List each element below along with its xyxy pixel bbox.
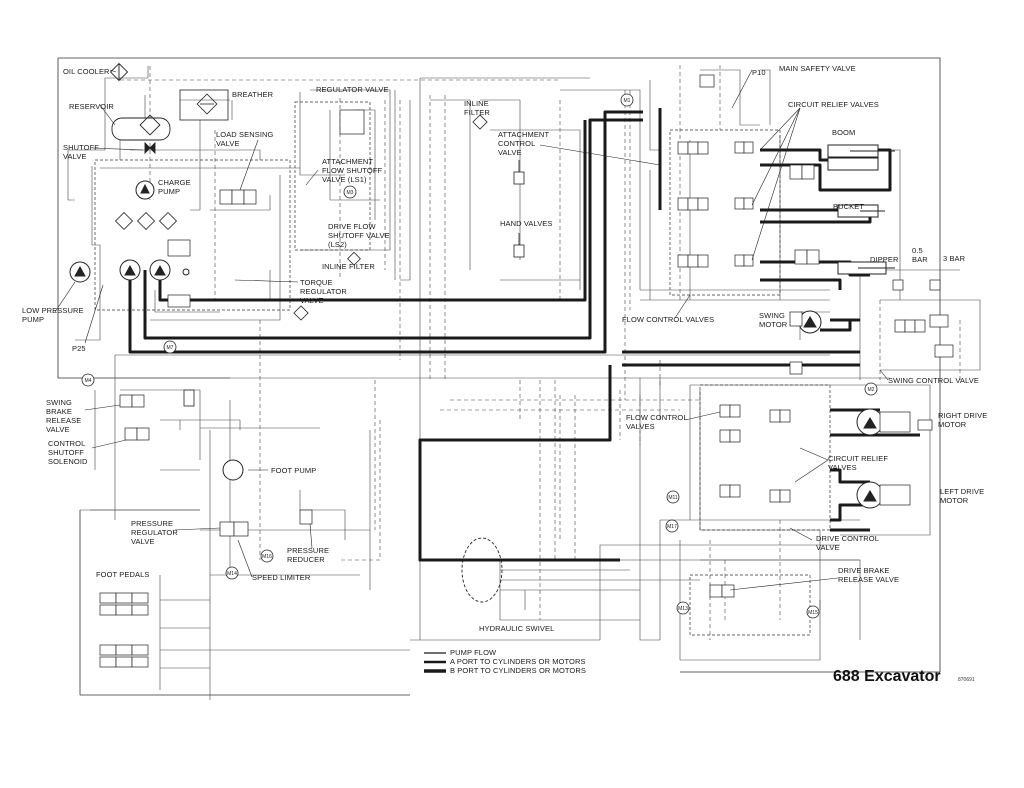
test-point-m16: M16 <box>262 554 272 560</box>
filters <box>114 114 488 321</box>
swing-brake-release-label: SWING BRAKE RELEASE VALVE <box>46 398 82 434</box>
hand-valves <box>183 160 525 407</box>
circuit-relief-valves-lower-label: CIRCUIT RELIEF VALVES <box>828 454 889 472</box>
hydraulic-swivel-shape <box>461 537 503 603</box>
attachment-control-valve-label: ATTACHMENT CONTROL VALVE <box>498 130 550 157</box>
breather-label: BREATHER <box>232 90 274 99</box>
breather-group <box>179 89 229 121</box>
swing-motor-label: SWING MOTOR <box>759 311 788 329</box>
inline-filter-top-label: INLINE FILTER <box>464 99 490 117</box>
hydraulic-swivel-label: HYDRAULIC SWIVEL <box>479 624 555 633</box>
legend-a-port: A PORT TO CYLINDERS OR MOTORS <box>450 657 586 666</box>
bucket-label: BUCKET <box>833 202 865 211</box>
main-safety-valve-label: MAIN SAFETY VALVE <box>779 64 856 73</box>
dashed-lines <box>120 65 961 640</box>
test-point-m3: M3 <box>347 190 354 196</box>
oil-cooler-label: OIL COOLER <box>63 67 110 76</box>
swing-control-valve-label: SWING CONTROL VALVE <box>888 376 979 385</box>
test-point-m17: M17 <box>667 524 677 530</box>
pumps <box>69 180 884 509</box>
p25-label: P25 <box>72 344 86 353</box>
reservoir-group <box>109 62 171 155</box>
leader-lines <box>54 69 889 591</box>
legend-b-port: B PORT TO CYLINDERS OR MOTORS <box>450 666 586 675</box>
charge-pump-label: CHARGE PUMP <box>158 178 191 196</box>
test-point-m4: M4 <box>85 378 92 384</box>
pressure-reducer-label: PRESSURE REDUCER <box>287 546 330 564</box>
three-bar-label: 3 BAR <box>943 254 966 263</box>
torque-regulator-label: TORQUE REGULATOR VALVE <box>300 278 347 305</box>
flow-control-valves-top-label: FLOW CONTROL VALVES <box>622 315 715 324</box>
test-point-labels: M1 M2 M3 M4 M7 M11 M13 M14 M15 M16 M17 <box>85 98 875 616</box>
right-drive-motor-label: RIGHT DRIVE MOTOR <box>938 411 988 429</box>
test-point-m15: M15 <box>808 610 818 616</box>
attachment-flow-shutoff-label: ATTACHMENT FLOW SHUTOFF VALVE (LS1) <box>322 157 383 184</box>
hand-valves-label: HAND VALVES <box>500 219 553 228</box>
dipper-label: DIPPER <box>870 255 899 264</box>
inline-filter-mid-label: INLINE FILTER <box>322 262 375 271</box>
drive-flow-shutoff-label: DRIVE FLOW SHUTOFF VALVE (LS2) <box>328 222 390 249</box>
circuit-relief-valves-top-label: CIRCUIT RELIEF VALVES <box>788 100 879 109</box>
test-point-m14: M14 <box>227 571 237 577</box>
half-bar-label: 0.5 BAR <box>912 246 928 264</box>
foot-pedals-label: FOOT PEDALS <box>96 570 150 579</box>
shutoff-valve-label: SHUTOFF VALVE <box>63 143 99 161</box>
drive-control-valve-label: DRIVE CONTROL VALVE <box>816 534 879 552</box>
test-point-markers <box>81 93 878 619</box>
test-point-m1: M1 <box>624 98 631 104</box>
control-shutoff-solenoid-label: CONTROL SHUTOFF SOLENOID <box>48 439 88 466</box>
cylinders <box>827 144 895 275</box>
drive-brake-release-label: DRIVE BRAKE RELEASE VALVE <box>838 566 900 584</box>
low-pressure-pump-label: LOW PRESSURE PUMP <box>22 306 84 324</box>
regulator-valve-label: REGULATOR VALVE <box>316 85 389 94</box>
legend-pump-flow: PUMP FLOW <box>450 648 497 657</box>
test-point-m11: M11 <box>668 495 678 501</box>
pressure-regulator-label: PRESSURE REGULATOR VALVE <box>131 519 178 546</box>
test-point-m7: M7 <box>167 345 174 351</box>
frame-lines <box>57 57 941 696</box>
test-point-m2: M2 <box>868 387 875 393</box>
p10-label: P10 <box>752 68 766 77</box>
enclosures <box>94 101 831 636</box>
drawing-code: 870691 <box>958 677 975 683</box>
flow-control-valves-lower-label: FLOW CONTROL VALVES <box>626 413 688 431</box>
foot-pump-label: FOOT PUMP <box>271 466 317 475</box>
left-drive-motor-label: LEFT DRIVE MOTOR <box>940 487 985 505</box>
test-point-m13: M13 <box>678 606 688 612</box>
boom-label: BOOM <box>832 128 856 137</box>
load-sensing-valve-label: LOAD SENSING VALVE <box>216 130 274 148</box>
speed-limiter-label: SPEED LIMITER <box>252 573 311 582</box>
diagram-title: 688 Excavator <box>833 668 941 685</box>
reservoir-label: RESERVOIR <box>69 102 114 111</box>
valve-spools <box>99 74 954 668</box>
legend-lines <box>424 652 446 673</box>
